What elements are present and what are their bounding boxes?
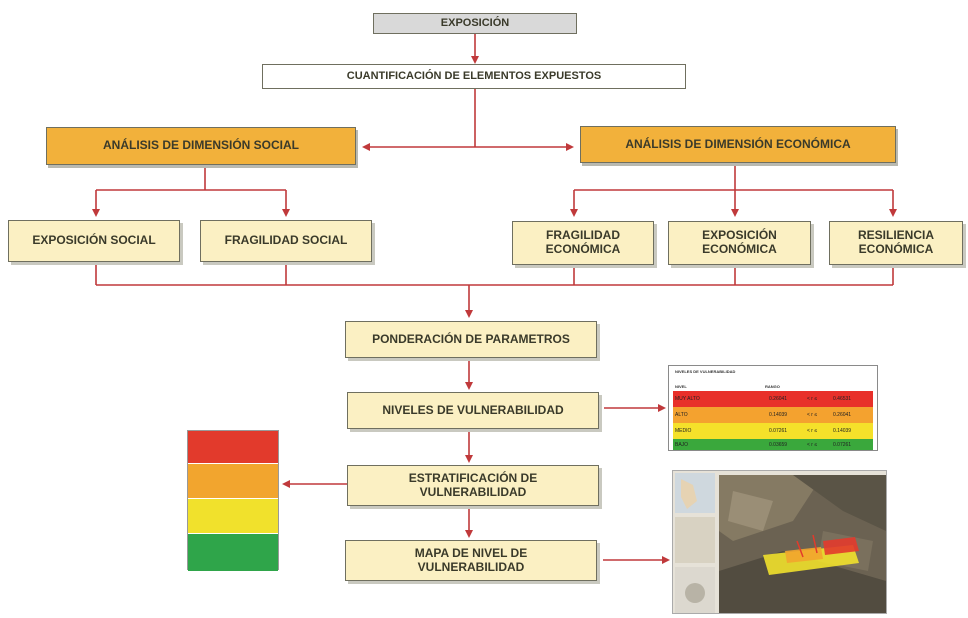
col-header-rango: RANGO: [765, 384, 780, 389]
row-low: 0.07261: [769, 428, 788, 434]
vulnerability-row: MEDIO 0.07261 < r ≤ 0.14039: [673, 423, 873, 439]
dim-social-box: ANÁLISIS DE DIMENSIÓN SOCIAL: [46, 127, 356, 165]
row-nivel: MEDIO: [675, 428, 692, 434]
vulnerability-row: MUY ALTO 0.26041 < r ≤ 0.46531: [673, 391, 873, 407]
estratificacion-box: ESTRATIFICACIÓN DE VULNERABILIDAD: [347, 465, 599, 506]
exposicion-social-box: EXPOSICIÓN SOCIAL: [8, 220, 180, 262]
resiliencia-economica-box: RESILIENCIA ECONÓMICA: [829, 221, 963, 265]
map-image: [673, 471, 886, 613]
exposicion-economica-box: EXPOSICIÓN ECONÓMICA: [668, 221, 811, 265]
strat-band-very-high: [188, 431, 278, 463]
strat-band-high: [188, 464, 278, 498]
vulnerability-table: NIVELES DE VULNERABILIDAD NIVEL RANGO MU…: [668, 365, 878, 451]
fragilidad-social-box: FRAGILIDAD SOCIAL: [200, 220, 372, 262]
mapa-box: MAPA DE NIVEL DE VULNERABILIDAD: [345, 540, 597, 581]
row-low: 0.26041: [769, 396, 788, 402]
row-nivel: BAJO: [675, 441, 689, 448]
row-nivel: MUY ALTO: [675, 396, 700, 402]
row-high: 0.07261: [833, 441, 852, 448]
col-header-nivel: NIVEL: [675, 384, 687, 389]
row-nivel: ALTO: [675, 412, 688, 418]
vulnerability-row: BAJO 0.03659 < r ≤ 0.07261: [673, 439, 873, 450]
exposicion-box: EXPOSICIÓN: [373, 13, 577, 34]
strat-band-medium: [188, 499, 278, 533]
fragilidad-economica-box: FRAGILIDAD ECONÓMICA: [512, 221, 654, 265]
row-low: 0.14039: [769, 412, 788, 418]
stratification-legend: [187, 430, 279, 571]
row-low: 0.03659: [769, 441, 788, 448]
ponderacion-box: PONDERACIÓN DE PARAMETROS: [345, 321, 597, 358]
strat-band-low: [188, 534, 278, 571]
vulnerability-table-caption: NIVELES DE VULNERABILIDAD: [675, 369, 736, 374]
row-high: 0.14039: [833, 428, 852, 434]
niveles-box: NIVELES DE VULNERABILIDAD: [347, 392, 599, 429]
cuantificacion-box: CUANTIFICACIÓN DE ELEMENTOS EXPUESTOS: [262, 64, 686, 89]
row-high: 0.46531: [833, 396, 852, 402]
dim-economica-box: ANÁLISIS DE DIMENSIÓN ECONÓMICA: [580, 126, 896, 163]
vulnerability-map: [672, 470, 887, 614]
row-high: 0.26041: [833, 412, 852, 418]
vulnerability-row: ALTO 0.14039 < r ≤ 0.26041: [673, 407, 873, 423]
